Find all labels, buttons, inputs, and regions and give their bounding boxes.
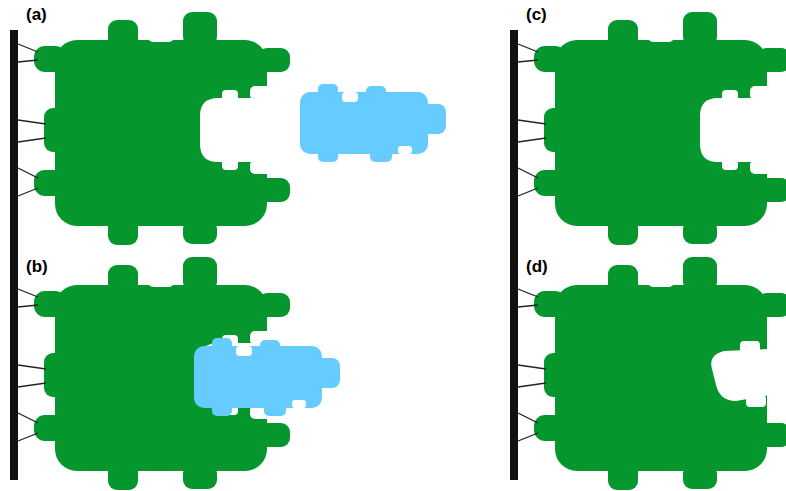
panel-label: (d) — [524, 258, 550, 277]
polymer-c — [518, 12, 786, 245]
polymer-d — [518, 257, 786, 490]
panel-label: (a) — [24, 6, 49, 25]
panel-label: (b) — [24, 258, 50, 277]
panel-label: (c) — [524, 6, 549, 25]
substrate-bar — [510, 30, 518, 480]
polymer-a — [18, 12, 290, 245]
substrate-bar — [10, 30, 18, 480]
template-molecule-bound — [194, 338, 340, 416]
template-molecule — [300, 84, 446, 162]
